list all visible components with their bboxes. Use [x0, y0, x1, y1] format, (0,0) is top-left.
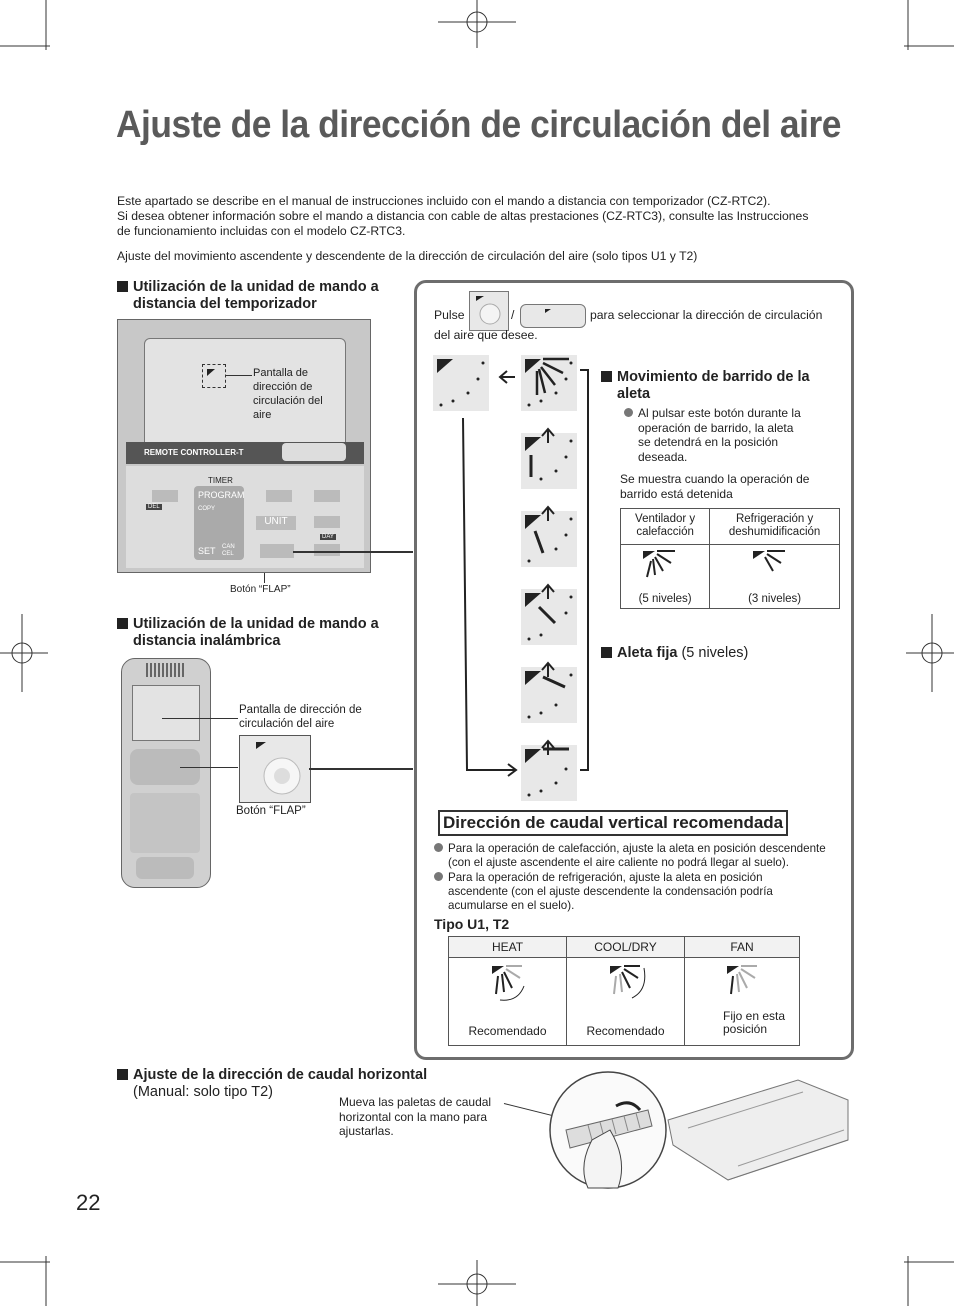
flap-button[interactable] — [260, 544, 294, 558]
power-button[interactable] — [282, 443, 346, 461]
copy-label: COPY — [198, 506, 216, 512]
timer-flap-caption: Botón “FLAP” — [230, 584, 291, 595]
levels-label: (3 niveles) — [748, 593, 802, 605]
intro-line: Este apartado se describe en el manual d… — [117, 194, 771, 208]
ceiling-unit-icon — [549, 1071, 849, 1189]
table-header: Refrigeración y deshumidificación — [709, 508, 840, 545]
intro-line: Si desea obtener información sobre el ma… — [117, 209, 809, 223]
mode-table: HEAT COOL/DRY FAN Recomendado Recomendad… — [448, 936, 800, 1046]
intro-line: Ajuste del movimiento ascendente y desce… — [117, 249, 698, 263]
type-label: Tipo U1, T2 — [434, 916, 510, 932]
mode-cell: Fijo en esta posición — [684, 957, 800, 1046]
page-title: Ajuste de la dirección de circulación de… — [116, 104, 841, 146]
program-button[interactable]: PROGRAM — [198, 490, 245, 500]
mode-fan: FAN — [684, 936, 800, 958]
intro-text: Este apartado se describe en el manual d… — [117, 194, 857, 264]
wireless-remote — [121, 658, 211, 888]
flap-button-icon — [520, 304, 586, 328]
set-button[interactable]: SET — [198, 546, 216, 556]
del-label: DEL — [146, 504, 162, 510]
arrow-icon — [462, 369, 589, 777]
lower-buttons[interactable] — [130, 793, 200, 853]
timer-screen — [144, 338, 346, 448]
flap-swing-tile — [521, 355, 577, 411]
filter-button[interactable] — [314, 490, 340, 502]
hand-icon — [583, 1129, 623, 1189]
mode-note: Recomendado — [586, 1024, 665, 1038]
page-number: 22 — [76, 1190, 101, 1215]
swing-levels-table: Ventilador y calefacción Refrigeración y… — [619, 508, 840, 609]
slash: / — [511, 308, 515, 322]
unit-button[interactable]: UNIT — [256, 516, 296, 530]
flap-position-tile — [433, 355, 489, 411]
mode-heat: HEAT — [448, 936, 567, 958]
flap-button-icon — [469, 291, 509, 331]
recommended-title: Dirección de caudal vertical recomendada — [438, 810, 789, 836]
wireless-flap-caption: Botón “FLAP” — [236, 805, 306, 817]
table-cell: (3 niveles) — [709, 544, 840, 609]
mode-cell: Recomendado — [448, 957, 567, 1046]
timer-remote: Pantalla de dirección de circulación del… — [117, 319, 371, 573]
timer-screen-label: Pantalla de dirección de circulación del… — [253, 367, 323, 421]
mode-note: Fijo en esta posición — [723, 1009, 786, 1036]
up-button[interactable] — [314, 516, 340, 528]
wireless-screen — [132, 685, 200, 741]
ir-window — [146, 663, 186, 677]
flap-display-icon — [202, 364, 226, 388]
timer-label: TIMER — [208, 476, 233, 485]
select-text-2: del aire que desee. — [434, 328, 538, 342]
swing-heading: Movimiento de barrido de la aleta — [601, 369, 841, 403]
table-cell: (5 niveles) — [619, 544, 711, 609]
mode-note: Recomendado — [468, 1024, 547, 1038]
flap-button-icon — [239, 735, 311, 803]
bottom-buttons[interactable] — [136, 857, 194, 879]
intro-line: de funcionamiento incluidas con el model… — [117, 224, 406, 238]
horizontal-heading: Ajuste de la dirección de caudal horizon… — [117, 1067, 427, 1101]
pulse-text: Pulse — [434, 308, 465, 322]
timer-heading: Utilización de la unidad de mando a dist… — [117, 279, 407, 313]
remote-button[interactable] — [152, 490, 178, 502]
cancel-button[interactable]: CAN CEL — [222, 544, 235, 557]
table-header: Ventilador y calefacción — [619, 508, 711, 545]
mode-cool-dry: COOL/DRY — [566, 936, 685, 958]
fan-button[interactable] — [266, 490, 292, 502]
flap-panel — [414, 280, 854, 1060]
brand-label: REMOTE CONTROLLER-T — [144, 448, 244, 457]
day-label: DAY — [320, 534, 336, 540]
mode-cell: Recomendado — [566, 957, 685, 1046]
select-text: para seleccionar la dirección de circula… — [590, 308, 823, 322]
down-button[interactable] — [314, 544, 340, 556]
levels-label: (5 niveles) — [638, 593, 692, 605]
wireless-heading: Utilización de la unidad de mando a dist… — [117, 616, 407, 650]
fixed-heading: Aleta fija (5 niveles) — [601, 645, 748, 661]
recommended-notes: Para la operación de calefacción, ajuste… — [434, 842, 846, 913]
timer-group — [194, 486, 244, 560]
swing-note: Al pulsar este botón durante la operació… — [624, 406, 844, 464]
